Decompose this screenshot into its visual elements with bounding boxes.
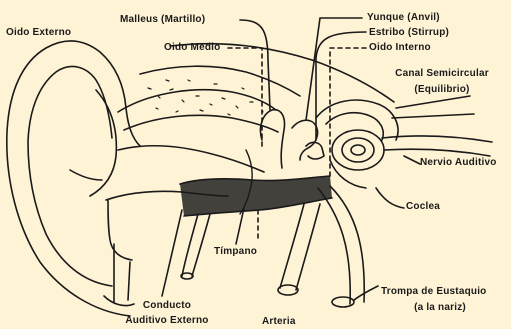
label-canal-semicircular: Canal Semicircular <box>383 68 501 80</box>
stapes-shape <box>306 142 324 159</box>
malleus-shape <box>260 110 284 168</box>
leader-trompa <box>354 286 378 300</box>
leader-nervio <box>404 156 420 164</box>
label-timpano: Tímpano <box>214 246 257 258</box>
artery-line-2 <box>296 204 320 290</box>
cochlea-base-curve <box>330 160 366 188</box>
leader-oido-interno <box>330 48 366 176</box>
label-trompa-eustaquio: Trompa de Eustaquio <box>381 286 486 298</box>
label-coclea: Coclea <box>406 201 440 213</box>
label-canal-equilibrio: (Equilibrio) <box>383 84 501 96</box>
cochlea-inner <box>351 145 365 155</box>
pinna-crus <box>70 170 102 180</box>
eustachian-tube-line-2 <box>330 186 364 302</box>
canal-wall-upper <box>118 146 264 172</box>
skull-upper-contour-3 <box>140 66 300 96</box>
label-auditivo-externo: Auditivo Externo <box>108 315 226 327</box>
cochlea-outer <box>332 130 384 170</box>
label-conducto: Conducto <box>112 300 222 312</box>
artery-end <box>278 285 298 295</box>
label-oido-medio: Oido Medio <box>164 42 220 54</box>
label-oido-externo: Oido Externo <box>6 27 71 39</box>
leader-conducto <box>162 210 182 296</box>
skull-upper-contour <box>118 90 276 112</box>
skull-upper-contour-2 <box>124 115 278 132</box>
label-yunque: Yunque (Anvil) <box>367 12 440 24</box>
canal-to-label-line <box>396 96 470 108</box>
label-estribo: Estribo (Stirrup) <box>369 27 449 39</box>
semicircular-canal-inner <box>326 113 383 140</box>
canal-curve-into-neck <box>108 200 132 260</box>
label-malleus: Malleus (Martillo) <box>120 14 205 26</box>
skull-bone-texture <box>148 80 263 115</box>
label-a-la-nariz: (a la nariz) <box>390 302 490 314</box>
incus-shape <box>292 120 318 160</box>
label-nervio-auditivo: Nervio Auditivo <box>420 157 497 169</box>
leader-malleus <box>240 20 270 110</box>
semicircular-canal-outer <box>316 100 398 140</box>
label-oido-interno: Oido Interno <box>369 42 431 54</box>
outer-ear-outline <box>7 41 140 316</box>
leader-coclea <box>376 188 404 208</box>
pinna-inner-fold <box>28 66 112 286</box>
auditory-nerve-1 <box>382 136 492 142</box>
auditory-nerve-2 <box>384 149 490 156</box>
canal-stem-2 <box>128 262 130 300</box>
label-arteria: Arteria <box>262 316 296 328</box>
canal-to-label-line-2 <box>392 114 474 118</box>
cochlea-mid <box>342 138 374 162</box>
